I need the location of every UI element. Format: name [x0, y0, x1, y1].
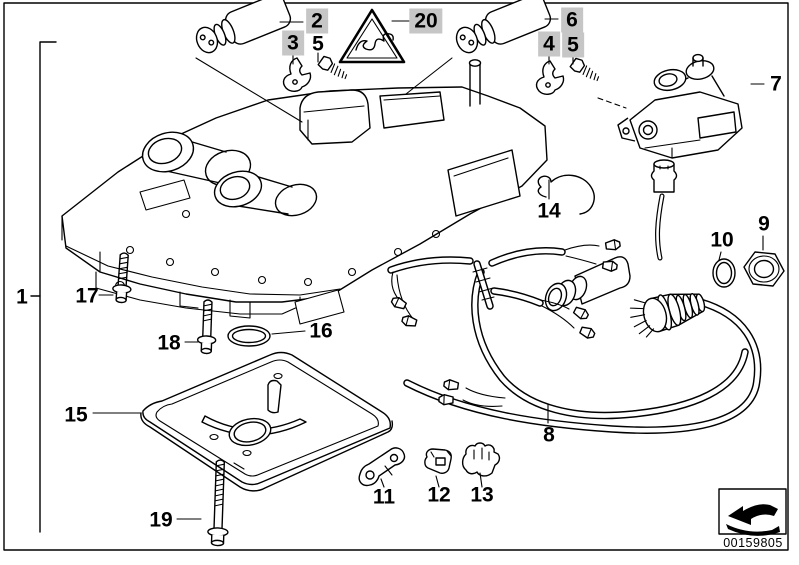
part-label-11[interactable]: 11	[372, 485, 396, 509]
bolt-part-19	[207, 459, 229, 547]
warning-triangle-icon	[338, 8, 406, 64]
arrow-logo-icon	[726, 504, 780, 536]
part-label-6[interactable]: 6	[561, 7, 583, 33]
part-1-bracket	[30, 41, 57, 533]
mounted-solenoid-cylinders	[141, 131, 318, 217]
bracket-part-11	[358, 447, 406, 487]
valve-body-drawing	[61, 57, 631, 325]
part-label-13[interactable]: 13	[470, 483, 494, 507]
part-label-10[interactable]: 10	[710, 228, 734, 252]
part-label-9[interactable]: 9	[758, 212, 770, 236]
hex-nut-part-9	[743, 251, 785, 287]
harness-wires	[391, 244, 600, 407]
part-label-4[interactable]: 4	[538, 31, 560, 57]
part-label-1[interactable]: 1	[16, 285, 28, 309]
leader-lines	[92, 18, 765, 520]
part-label-15[interactable]: 15	[64, 403, 88, 427]
screw-part-5-left	[317, 55, 348, 80]
harness-plug-connector	[629, 293, 706, 338]
part-label-16[interactable]: 16	[309, 319, 333, 343]
part-label-2[interactable]: 2	[306, 8, 328, 34]
cable-harness-part-8	[387, 159, 762, 434]
clip-part-13	[461, 442, 501, 477]
spade-terminals	[390, 239, 621, 406]
solenoid-block-part-7	[597, 53, 743, 159]
part-label-5-left[interactable]: 5	[312, 32, 324, 56]
solenoid-part-6	[455, 0, 552, 54]
part-label-19[interactable]: 19	[149, 508, 173, 532]
part-label-5-right[interactable]: 5	[562, 32, 584, 58]
page-border	[3, 2, 789, 551]
clip-part-12	[424, 448, 452, 474]
part-label-12[interactable]: 12	[427, 483, 451, 507]
bolt-part-18	[196, 299, 217, 355]
part-label-20[interactable]: 20	[409, 8, 443, 34]
part-label-3[interactable]: 3	[282, 30, 304, 56]
o-ring-part-10	[712, 258, 736, 288]
cover-plate-part-15	[140, 351, 394, 492]
fork-bracket-part-4	[535, 60, 565, 95]
screw-part-5-right	[569, 57, 600, 82]
part-label-7[interactable]: 7	[770, 72, 782, 96]
document-number: 00159805	[723, 536, 783, 550]
solenoid-part-2	[195, 0, 292, 54]
o-ring-part-16	[227, 325, 271, 347]
part-label-17[interactable]: 17	[75, 284, 99, 308]
bolt-part-17	[112, 252, 132, 304]
part-label-18[interactable]: 18	[157, 331, 181, 355]
catalog-logo	[718, 488, 787, 536]
harness-small-connector	[650, 159, 678, 193]
part-label-8[interactable]: 8	[543, 423, 555, 447]
wire-clip-part-14	[537, 174, 595, 215]
fork-bracket-part-3	[282, 57, 312, 92]
part-label-14[interactable]: 14	[537, 199, 561, 223]
